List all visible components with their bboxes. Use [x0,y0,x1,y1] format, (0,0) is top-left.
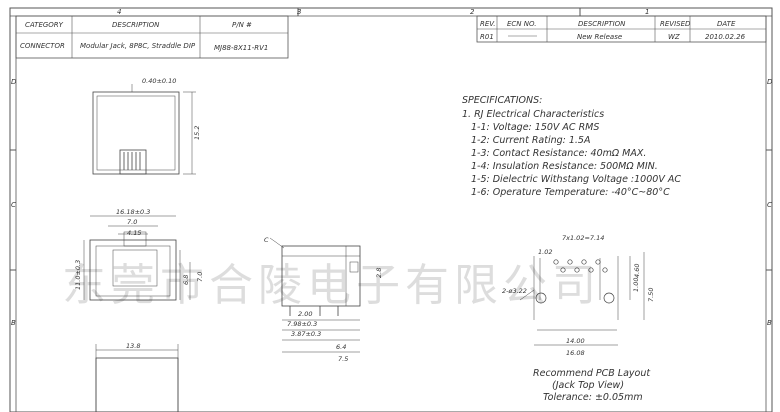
zone-right-c: C [767,201,772,209]
zone-left-c: C [11,201,16,209]
category-value: CONNECTOR [20,42,65,50]
revised-value: WZ [668,33,680,41]
bottom-view-drawing [95,344,179,412]
pn-value: MJ88-8X11-RV1 [214,44,268,52]
rev-description-header: DESCRIPTION [578,20,626,28]
rev-value: R01 [480,33,494,41]
dim-label: 13.8 [126,342,140,350]
dim-label: 0.40±0.10 [142,77,176,85]
top-view-drawing [92,84,196,175]
spec-item: 1-4: Insulation Resistance: 500MΩ MIN. [471,161,658,172]
front-view-drawing [83,215,191,301]
spec-item: 1-2: Current Rating: 1.5A [471,135,590,146]
zone-right-b: B [767,319,772,327]
dim-label: 2-ø3.22 [502,287,527,295]
ecn-header: ECN NO. [507,20,536,28]
category-header: CATEGORY [25,21,64,29]
spec-item: 1-3: Contact Resistance: 40mΩ MAX. [471,148,646,159]
dim-label: 2.00 [298,310,312,318]
dim-label: C [264,236,269,244]
description-header: DESCRIPTION [112,21,160,29]
zone-top-1: 1 [645,8,649,16]
title-block: CATEGORY DESCRIPTION P/N # CONNECTOR Mod… [15,15,289,59]
dim-label: 11.0±0.3 [74,260,82,290]
dim-label: 15.2 [193,126,201,140]
spec-item: 1-6: Operature Temperature: -40°C~80°C [471,187,670,198]
date-header: DATE [717,20,736,28]
zone-top-3: 3 [297,8,301,16]
dim-label: 6.8 [182,275,190,285]
spec-item: 1-5: Dielectric Withstang Voltage :1000V… [471,174,681,185]
dim-label: 2.8 [375,268,383,278]
zone-right-d: D [767,78,773,86]
dim-label: 1.00 [632,278,640,292]
dim-label: 7.50 [647,288,655,302]
dim-label: 16.18±0.3 [116,208,150,216]
dim-label: 7x1.02=7.14 [562,234,604,242]
rev-description-value: New Release [577,33,622,41]
dim-label: 14.00 [566,337,585,345]
spec-title: SPECIFICATIONS: [462,95,542,106]
watermark: 东莞市合陵电子有限公司 [62,260,601,311]
revision-block: REV. ECN NO. DESCRIPTION REVISED DATE R0… [476,15,767,43]
zone-top-2: 2 [470,8,475,16]
dim-label: 4.60 [633,264,641,278]
dim-label: 4.15 [127,229,141,237]
spec-item: 1-1: Voltage: 150V AC RMS [471,122,599,133]
pcb-layout-drawing [519,252,645,346]
zone-left-d: D [11,78,17,86]
date-value: 2010.02.26 [705,33,746,41]
zone-left-b: B [11,319,16,327]
rev-header: REV. [480,20,496,28]
specifications: SPECIFICATIONS: 1. RJ Electrical Charact… [462,95,681,198]
sheet-border [9,7,773,412]
pn-header: P/N # [232,21,252,29]
zone-top-4: 4 [117,8,121,16]
dim-label: 6.4 [336,343,346,351]
dim-label: 7.5 [338,355,348,363]
pcb-caption: Recommend PCB Layout [533,368,651,379]
revised-header: REVISED [660,20,691,28]
pcb-caption: Tolerance: ±0.05mm [543,392,643,403]
spec-subtitle: 1. RJ Electrical Characteristics [462,109,604,120]
description-value: Modular Jack, 8P8C, Straddle DIP [80,42,196,50]
side-view-drawing [269,237,361,353]
pcb-caption: (Jack Top View) [552,380,624,391]
dim-label: 7.98±0.3 [287,320,317,328]
dim-label: 7.0 [196,272,204,282]
dim-label: 7.0 [127,218,137,226]
dim-label: 3.87±0.3 [291,330,321,338]
dim-label: 1.02 [538,248,552,256]
dim-label: 16.08 [566,349,585,357]
